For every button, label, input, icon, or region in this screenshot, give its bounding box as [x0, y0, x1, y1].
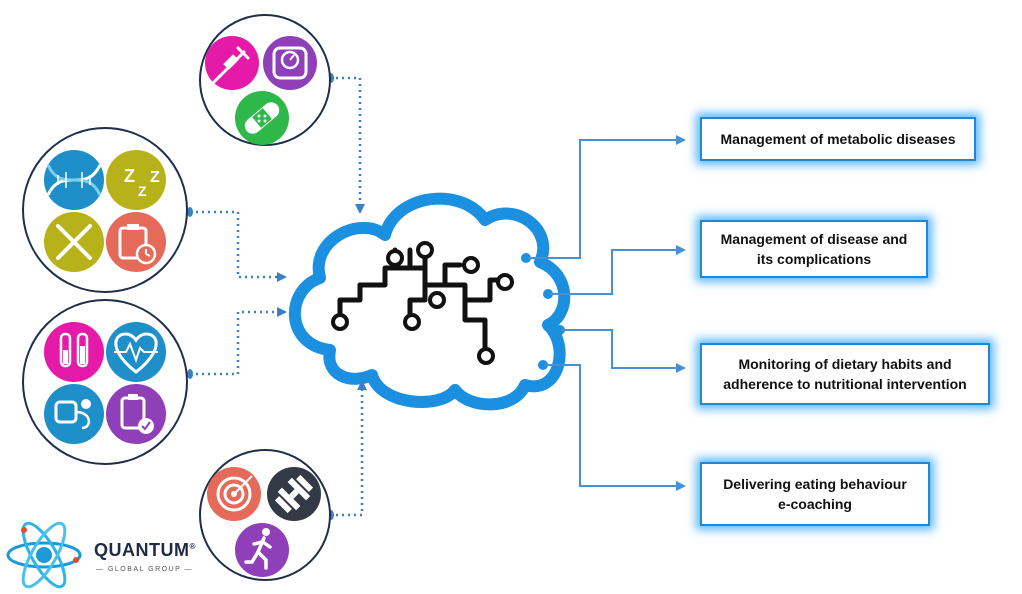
input-group-3	[22, 299, 188, 465]
logo-subtitle: — GLOBAL GROUP —	[96, 566, 194, 573]
svg-text:Z: Z	[150, 169, 160, 186]
medical-clipboard-icon	[106, 384, 166, 444]
input-connectors	[190, 76, 367, 517]
outcome-label: Monitoring of dietary habits and adheren…	[723, 356, 967, 392]
syringe-icon	[205, 36, 259, 90]
fork-knife-icon	[44, 212, 104, 272]
logo-atom-icon	[6, 521, 82, 589]
outcome-dietary-monitoring: Monitoring of dietary habits and adheren…	[700, 343, 990, 405]
arrow-coaching	[545, 364, 686, 491]
input-group-2: Z Z Z	[22, 127, 188, 293]
sleep-icon: Z Z Z	[106, 150, 166, 210]
clipboard-timer-icon	[106, 212, 166, 272]
outcome-eating-coaching: Delivering eating behaviour e-coaching	[700, 462, 930, 526]
dumbbell-icon	[267, 467, 321, 521]
test-tubes-icon	[44, 322, 104, 382]
svg-text:Z: Z	[124, 166, 135, 186]
connector-group-3	[190, 307, 287, 376]
bandage-icon	[235, 91, 289, 145]
outcome-label: Management of metabolic diseases	[720, 131, 956, 147]
heart-rate-icon	[106, 322, 166, 382]
arrow-complications	[550, 245, 686, 295]
dna-icon	[44, 150, 104, 210]
input-group-1	[199, 14, 331, 146]
outcome-label: Delivering eating behaviour e-coaching	[723, 476, 907, 512]
logo-name: QUANTUM®	[94, 540, 196, 560]
blood-pressure-icon	[44, 384, 104, 444]
outcome-disease-complications: Management of disease and its complicati…	[700, 220, 928, 278]
svg-text:Z: Z	[138, 183, 147, 199]
running-person-icon	[235, 523, 289, 577]
connector-group-4	[330, 380, 367, 517]
target-icon	[207, 467, 261, 521]
outcome-metabolic-diseases: Management of metabolic diseases	[700, 117, 976, 161]
input-group-4	[199, 449, 331, 581]
outcome-label: Management of disease and its complicati…	[720, 231, 908, 267]
output-arrows	[528, 135, 686, 491]
weighing-scale-icon	[263, 36, 317, 90]
connector-group-1	[330, 76, 365, 214]
arrow-dietary	[562, 329, 686, 373]
connector-group-2	[190, 210, 287, 282]
ai-brain-cloud-circuit-icon	[289, 192, 571, 411]
arrow-metabolic	[528, 135, 686, 259]
